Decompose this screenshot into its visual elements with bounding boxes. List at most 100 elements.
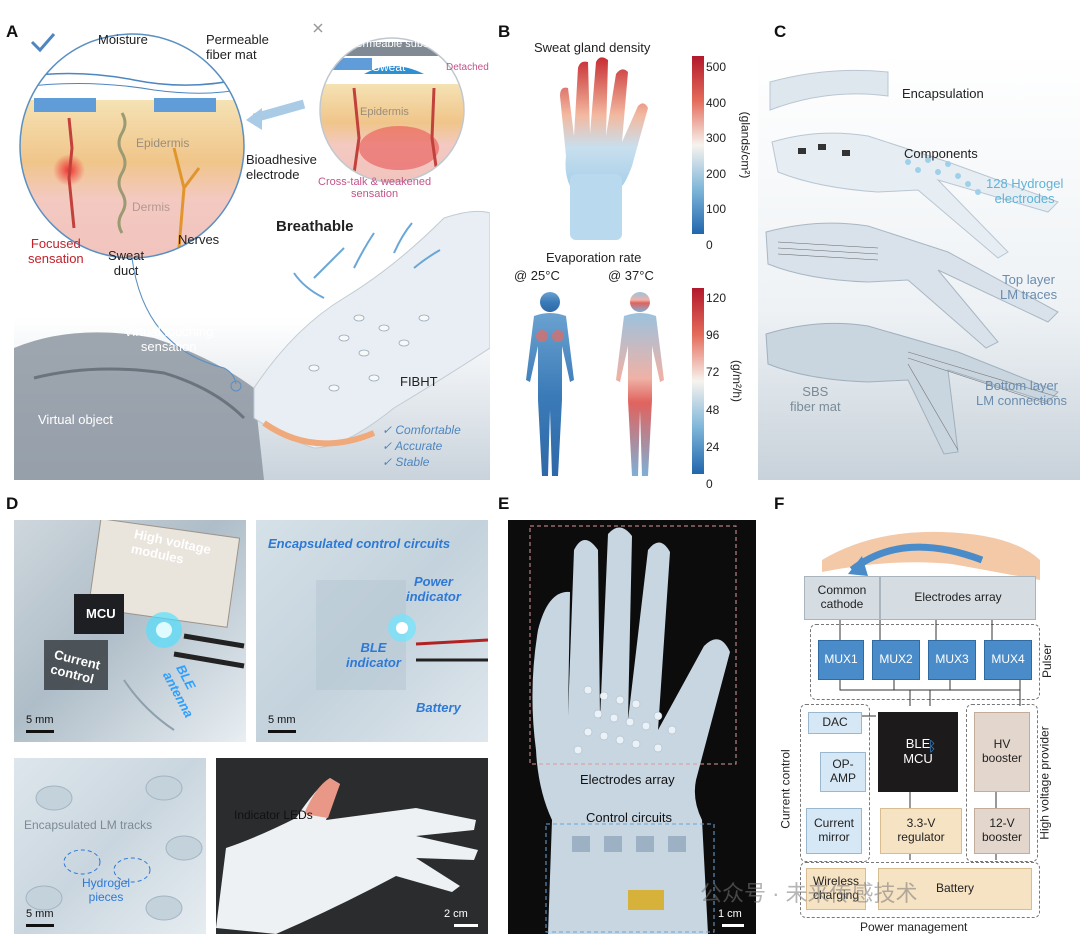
evap-tick: 72 xyxy=(706,365,720,380)
panel-c-letter: C xyxy=(774,22,787,41)
scale-label-d2: 5 mm xyxy=(268,714,296,726)
op-amp-box: OP- AMP xyxy=(820,752,866,792)
electrodes-array-box: Electrodes array xyxy=(880,576,1036,620)
gland-hand-illustration xyxy=(560,57,648,240)
label-sbs-fiber-mat: SBS fiber mat xyxy=(790,384,841,414)
label-sweat: Sweat xyxy=(372,60,406,74)
benefit-item: ✓ Accurate xyxy=(382,439,443,453)
wireless-charging-box: Wireless charging xyxy=(806,868,866,910)
label-bioadhesive-electrode: Bioadhesive electrode xyxy=(246,152,317,182)
pulser-label: Pulser xyxy=(1040,643,1055,679)
mux-box: MUX1 xyxy=(818,640,864,680)
evaporation-temp-37: @ 37°C xyxy=(608,268,654,283)
label-top-layer: Top layer LM traces xyxy=(1000,272,1058,302)
label-permeable-fiber-mat: Permeable fiber mat xyxy=(206,32,269,62)
gland-colorbar-ticks: 500 400 300 200 100 0 xyxy=(706,50,726,264)
label-hydrogel-electrodes: 128 Hydrogel electrodes xyxy=(986,176,1064,206)
body-25c xyxy=(526,292,574,476)
label-ble-indicator: BLE indicator xyxy=(346,640,401,670)
battery-box: Battery xyxy=(878,868,1032,910)
label-moisture: Moisture xyxy=(98,32,148,47)
booster-12v-box: 12-V booster xyxy=(974,808,1030,854)
mux-box: MUX2 xyxy=(872,640,920,680)
evap-tick: 0 xyxy=(706,477,713,492)
evaporation-title: Evaporation rate xyxy=(546,250,642,265)
label-power-indicator: Power indicator xyxy=(406,574,461,604)
gland-tick: 100 xyxy=(706,202,727,217)
benefit-item: ✓ Stable xyxy=(382,455,430,469)
scale-label-d4: 2 cm xyxy=(444,908,468,920)
high-voltage-provider-label: High voltage provider xyxy=(1037,726,1052,840)
label-components: Components xyxy=(904,146,978,161)
label-control-circuits-photo: Control circuits xyxy=(586,810,672,825)
evap-tick: 24 xyxy=(706,439,720,454)
evaporation-colorbar-ticks: 120 96 72 48 24 0 xyxy=(706,280,726,503)
power-management-label: Power management xyxy=(860,920,968,934)
panel-b-letter: B xyxy=(498,22,511,41)
gland-tick: 200 xyxy=(706,166,727,181)
panel-c-exploded-view xyxy=(758,52,1080,480)
label-electrodes-array-photo: Electrodes array xyxy=(580,772,675,787)
current-control-label: Current control xyxy=(778,749,793,829)
body-37c xyxy=(616,292,664,476)
power-management-group xyxy=(800,862,1040,918)
evaporation-colorbar-unit: (g/m²/h) xyxy=(730,360,744,402)
label-dermis: Dermis xyxy=(132,200,170,214)
panel-a-letter: A xyxy=(6,22,19,41)
scale-bar-d4 xyxy=(454,924,478,927)
gland-tick: 400 xyxy=(706,95,727,110)
bluetooth-icon: ᛒ xyxy=(928,738,937,754)
common-cathode-box: Common cathode xyxy=(804,576,880,620)
scale-label-d1: 5 mm xyxy=(26,714,54,726)
hv-booster-box: HV booster xyxy=(974,712,1030,792)
evap-tick: 120 xyxy=(706,291,727,305)
photo-glove-array: Electrodes array Control circuits 1 cm xyxy=(508,520,756,934)
scale-label-e: 1 cm xyxy=(718,908,742,920)
panel-f-letter: F xyxy=(774,494,785,513)
evap-tick: 48 xyxy=(706,402,720,417)
mux-box: MUX3 xyxy=(928,640,976,680)
label-nerves: Nerves xyxy=(178,232,220,247)
benefit-item: ✓ Comfortable xyxy=(382,423,461,437)
label-virtual-touching: Virtual touching sensation xyxy=(124,324,214,354)
scale-bar-d1 xyxy=(26,730,54,733)
current-mirror-box: Current mirror xyxy=(806,808,862,854)
mux-box: MUX4 xyxy=(984,640,1032,680)
glove-drawing xyxy=(216,778,478,934)
label-virtual-object: Virtual object xyxy=(38,412,113,427)
current-control-group xyxy=(800,704,870,862)
watermark: 公众号 · 未来传感技术 xyxy=(700,881,918,906)
label-detached: Detached xyxy=(446,62,489,73)
ble-mcu-box: BLE MCU ᛒ xyxy=(878,712,958,792)
high-voltage-provider-group xyxy=(966,704,1038,862)
glove-array-drawing xyxy=(529,525,737,934)
label-encapsulated-title: Encapsulated control circuits xyxy=(268,536,451,551)
label-breathable: Breathable xyxy=(276,218,354,235)
label-hydrogel-pieces: Hydrogel pieces xyxy=(82,876,131,904)
gland-tick: 0 xyxy=(706,237,713,252)
circuit-board-drawing xyxy=(44,520,245,731)
photo-hydrogel-pieces: Encapsulated LM tracks Hydrogel pieces 5… xyxy=(14,758,206,934)
scale-bar-d3 xyxy=(26,924,54,927)
photo-encapsulated-circuits: Encapsulated control circuits Power indi… xyxy=(256,520,488,742)
label-encapsulated-lm: Encapsulated LM tracks xyxy=(24,818,153,832)
benefit-list: ✓ Comfortable ✓ Accurate ✓ Stable xyxy=(382,422,461,470)
dac-box: DAC xyxy=(808,712,862,734)
scale-label-d3: 5 mm xyxy=(26,908,54,920)
gland-tick: 300 xyxy=(706,131,727,146)
pulser-group xyxy=(810,624,1040,700)
label-fibht: FIBHT xyxy=(400,374,438,389)
panel-a-illustration xyxy=(14,23,490,480)
label-sweat-duct: Sweat duct xyxy=(108,248,145,278)
gland-density-title: Sweat gland density xyxy=(534,40,651,55)
panel-f-hand-illustration xyxy=(822,531,1040,580)
panel-d-letter: D xyxy=(6,494,19,513)
label-mcu: MCU xyxy=(86,606,116,621)
label-encapsulation: Encapsulation xyxy=(902,86,984,101)
label-focused-sensation: Focused sensation xyxy=(28,236,84,266)
evaporation-temp-25: @ 25°C xyxy=(514,268,560,283)
photo-glove-on-hand: Indicator LEDs 2 cm xyxy=(216,758,488,934)
scale-bar-e xyxy=(722,924,744,927)
label-battery-photo: Battery xyxy=(416,700,461,715)
gland-tick: 500 xyxy=(706,60,727,74)
